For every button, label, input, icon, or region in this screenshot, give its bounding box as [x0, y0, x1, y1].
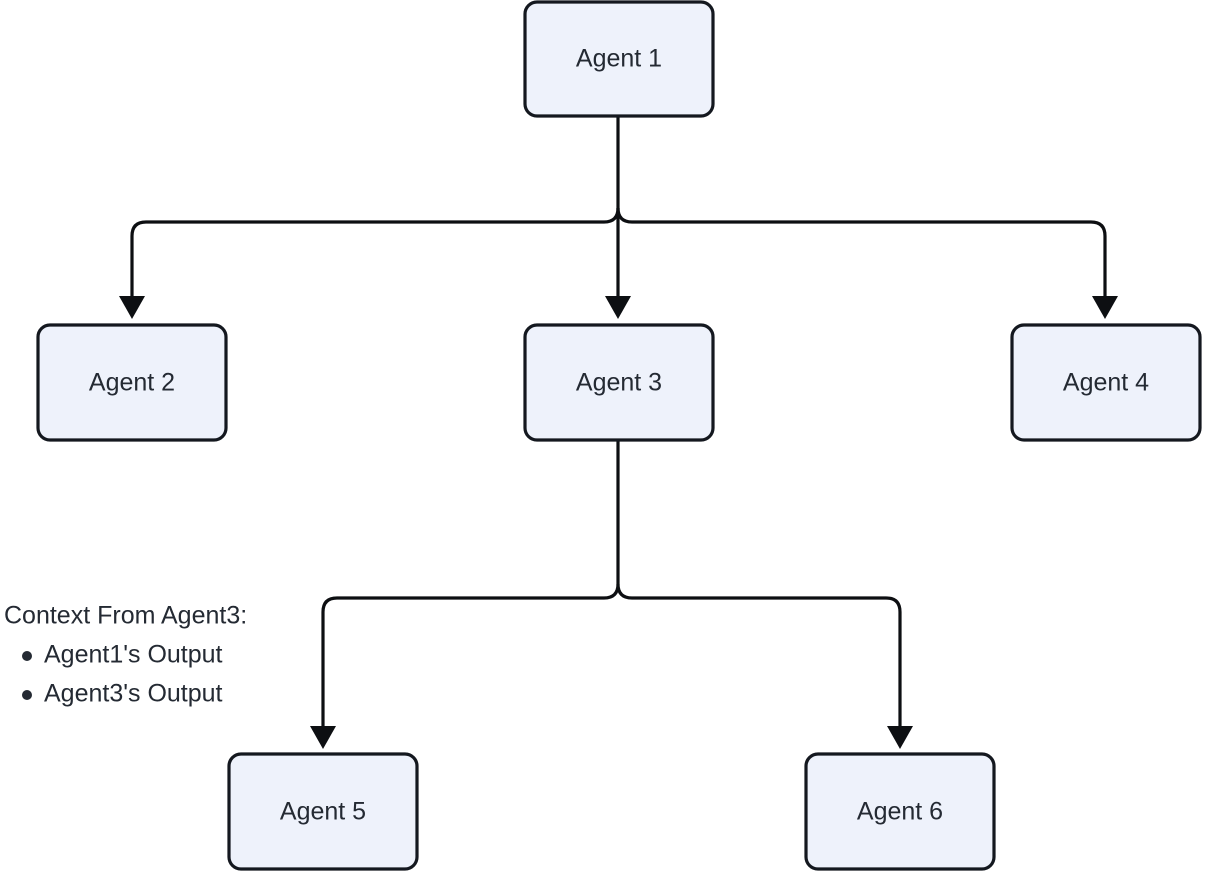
edge-group-agent3 — [310, 440, 913, 749]
edge-agent1-bus-left — [130, 220, 604, 296]
node-agent1-box[interactable] — [523, 0, 715, 118]
node-agent5-label: Agent 5 — [280, 798, 366, 826]
node-agent1-label: Agent 1 — [576, 45, 662, 73]
node-agent2-box[interactable] — [36, 323, 228, 442]
edge-agent1-bus-right — [632, 220, 1107, 296]
node-agent3[interactable]: Agent 3 — [523, 323, 715, 442]
node-agent5-box[interactable] — [227, 752, 419, 871]
arrowhead-agent3 — [605, 296, 631, 319]
context-note-item-1: Agent1's Output — [44, 641, 223, 669]
edge-agent1-junction-left — [603, 207, 620, 224]
arrowhead-agent4 — [1092, 296, 1118, 319]
edge-agent3-bus-left — [321, 596, 604, 726]
node-agent6-label: Agent 6 — [857, 798, 943, 826]
node-agent5[interactable]: Agent 5 — [227, 752, 419, 871]
node-agent6[interactable]: Agent 6 — [804, 752, 996, 871]
edge-agent1-junction-right — [616, 207, 633, 224]
node-agent4-label: Agent 4 — [1063, 369, 1149, 397]
edge-group-agent1 — [119, 115, 1118, 319]
node-agent4[interactable]: Agent 4 — [1010, 323, 1202, 442]
node-agent6-box[interactable] — [804, 752, 996, 871]
arrowhead-agent6 — [887, 726, 913, 749]
arrowhead-agent2 — [119, 296, 145, 319]
node-agent2[interactable]: Agent 2 — [36, 323, 228, 442]
edge-agent3-bus-right — [632, 596, 902, 726]
edge-agent3-junction-left — [603, 583, 620, 600]
node-agent3-box[interactable] — [523, 323, 715, 442]
node-agent2-label: Agent 2 — [89, 369, 175, 397]
node-agent1[interactable]: Agent 1 — [523, 0, 715, 118]
arrowhead-agent5 — [310, 726, 336, 749]
context-note: Context From Agent3: Agent1's Output Age… — [4, 602, 247, 708]
node-agent3-label: Agent 3 — [576, 369, 662, 397]
context-note-item-2: Agent3's Output — [44, 680, 223, 708]
context-note-bullet-2 — [22, 690, 32, 700]
node-agent4-box[interactable] — [1010, 323, 1202, 442]
context-note-bullet-1 — [22, 651, 32, 661]
edge-agent3-junction-right — [616, 583, 633, 600]
context-note-title: Context From Agent3: — [4, 602, 247, 630]
